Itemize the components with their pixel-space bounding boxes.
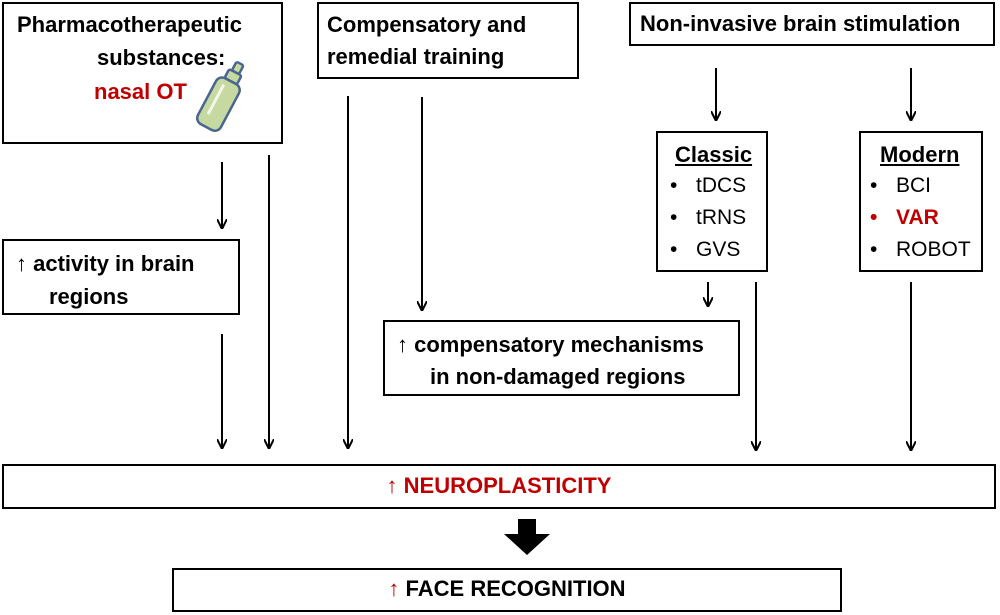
training-line1: Compensatory and	[327, 12, 527, 37]
compensatory-line1: ↑ compensatory mechanisms	[397, 332, 704, 357]
face-recognition-box	[172, 568, 842, 612]
classic-item-trns: •tRNS	[670, 206, 747, 229]
classic-box	[656, 131, 768, 272]
pharma-line1: Pharmacotherapeutic	[17, 12, 242, 37]
neuroplasticity-box	[2, 464, 996, 509]
pharma-nasal-ot: nasal OT	[94, 79, 187, 104]
neuroplasticity-label: ↑ NEUROPLASTICITY	[386, 473, 612, 498]
modern-box	[859, 131, 983, 272]
up-arrow-icon: ↑	[388, 576, 400, 601]
classic-header: Classic	[675, 142, 753, 167]
activity-line1: ↑ activity in brain	[16, 251, 195, 276]
training-box	[317, 2, 579, 79]
pharma-line2: substances:	[97, 45, 226, 70]
activity-line2: regions	[49, 284, 129, 309]
classic-item-gvs: •GVS	[670, 238, 741, 261]
modern-header: Modern	[880, 142, 960, 167]
modern-item-bci: •BCI	[870, 174, 932, 197]
modern-item-var: •VAR	[870, 206, 939, 229]
modern-item-robot: •ROBOT	[870, 238, 971, 261]
compensatory-box	[383, 320, 740, 396]
big-down-arrow-icon	[504, 519, 550, 555]
up-arrow-icon: ↑	[386, 473, 398, 498]
classic-item-tdcs: •tDCS	[670, 174, 747, 197]
training-line2: remedial training	[327, 44, 505, 69]
compensatory-line2: in non-damaged regions	[430, 364, 686, 389]
nasal-spray-bottle-icon	[196, 61, 245, 132]
nibs-title: Non-invasive brain stimulation	[640, 11, 961, 36]
nibs-box	[629, 2, 995, 46]
face-recognition-label: ↑ FACE RECOGNITION	[388, 576, 626, 601]
activity-box	[2, 239, 240, 315]
